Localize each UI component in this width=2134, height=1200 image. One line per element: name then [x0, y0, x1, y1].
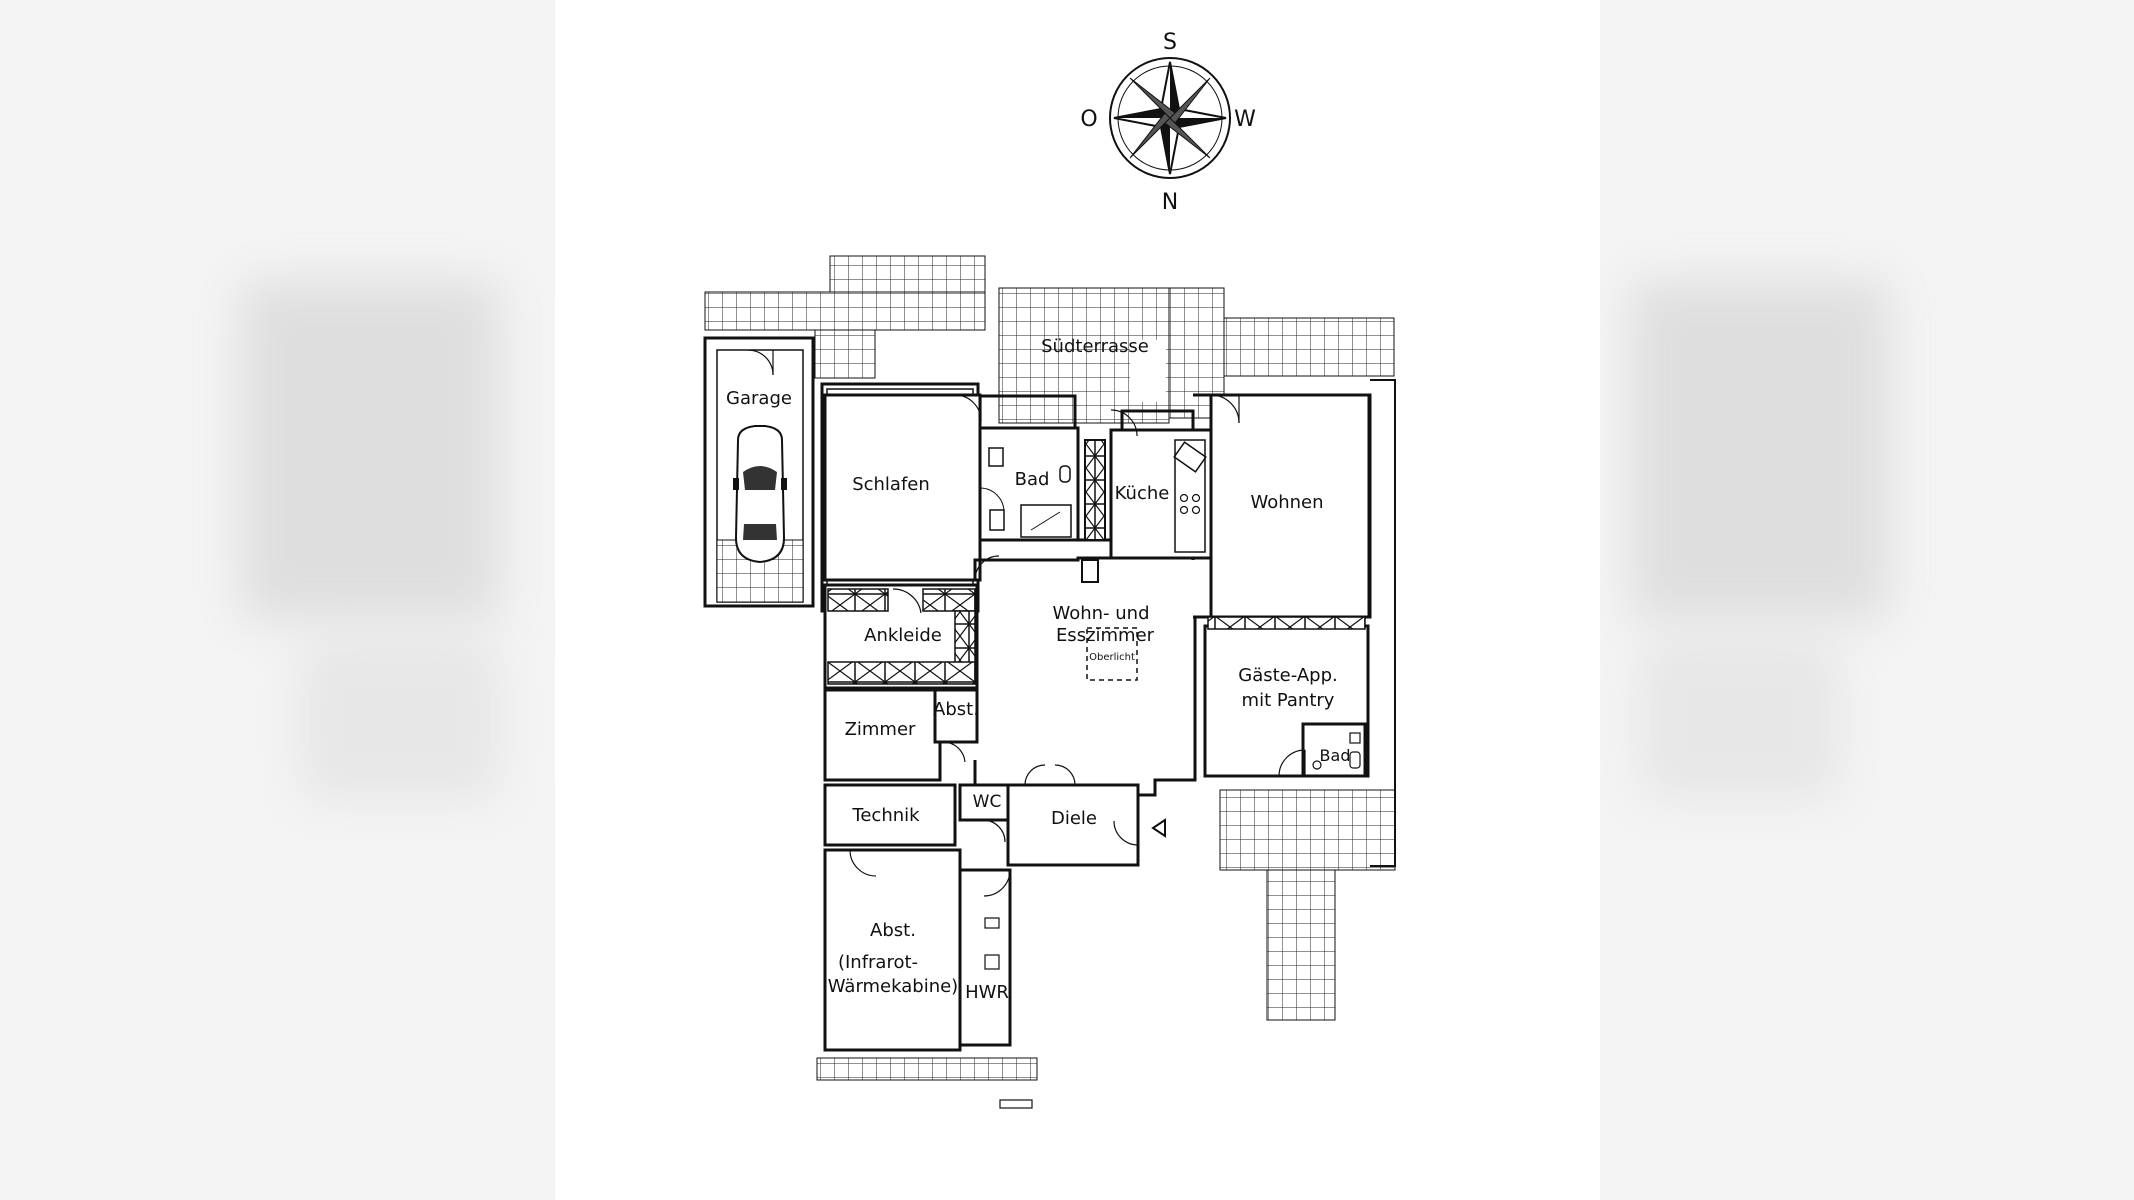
car-icon	[733, 425, 787, 564]
room-hwr	[958, 868, 1012, 1047]
label-esszimmer: Esszimmer	[1056, 625, 1155, 646]
label-gaeste-app: Gäste-App.	[1238, 665, 1337, 686]
floor-plan: S N O W	[703, 30, 1396, 1109]
label-ankleide: Ankleide	[864, 625, 942, 646]
room-kueche	[1109, 409, 1213, 560]
label-wohnen: Wohnen	[1250, 492, 1323, 513]
label-hwr: HWR	[965, 982, 1009, 1003]
chimney	[1081, 559, 1099, 583]
room-bad	[978, 426, 1080, 542]
room-zimmer	[823, 688, 942, 782]
room-wc	[958, 783, 1010, 843]
label-suedterrasse: Südterrasse	[1041, 336, 1149, 357]
blurred-background-right	[1600, 0, 2134, 1200]
label-kueche: Küche	[1115, 483, 1170, 504]
label-wohn-und: Wohn- und	[1052, 603, 1149, 624]
entrance-step	[999, 1099, 1033, 1109]
room-wohn-esszimmer	[973, 555, 1213, 797]
entrance-arrow-icon	[1151, 818, 1166, 838]
room-diele	[1006, 764, 1166, 867]
label-infrarot: (Infrarot-	[838, 952, 918, 973]
blurred-background-left	[0, 0, 555, 1200]
room-wohnen	[1209, 393, 1371, 619]
room-gaeste-app	[1203, 616, 1370, 778]
room-ankleide	[823, 583, 979, 690]
label-bad: Bad	[1015, 469, 1050, 490]
room-technik	[823, 783, 957, 847]
label-abst-small: Abst.	[933, 699, 979, 720]
label-abst-large: Abst.	[870, 920, 916, 941]
compass-rose: S N O W	[1080, 30, 1256, 215]
room-schlafen	[823, 393, 982, 582]
label-gaeste-bad: Bad	[1320, 746, 1351, 765]
compass-label-right: W	[1234, 107, 1256, 132]
compass-label-top: S	[1163, 30, 1177, 55]
garage	[703, 336, 815, 608]
label-zimmer: Zimmer	[845, 719, 916, 740]
label-waermekabine: Wärmekabine)	[828, 976, 958, 997]
label-schlafen: Schlafen	[852, 474, 930, 495]
compass-label-bottom: N	[1162, 190, 1178, 215]
label-wc: WC	[973, 792, 1002, 812]
label-oberlicht: Oberlicht	[1089, 652, 1135, 663]
label-diele: Diele	[1051, 808, 1097, 829]
cupboard-strip	[1084, 439, 1106, 541]
floor-plan-sheet: S N O W	[555, 0, 1600, 1200]
room-labels: Südterrasse Garage Schlafen Bad Küche Wo…	[726, 336, 1350, 1003]
terrace-tiles	[704, 255, 1396, 1081]
label-technik: Technik	[851, 805, 920, 826]
compass-label-left: O	[1080, 107, 1097, 132]
skylight-outline	[1086, 627, 1138, 681]
label-garage: Garage	[726, 388, 792, 409]
room-abst-small	[933, 688, 979, 763]
room-abst-large	[823, 848, 962, 1052]
label-mit-pantry: mit Pantry	[1242, 690, 1335, 711]
